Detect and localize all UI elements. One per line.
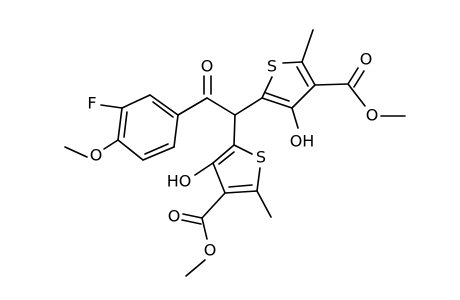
lower-thiophene-ring: S (212, 144, 266, 194)
bond (201, 192, 226, 219)
bond (142, 146, 175, 161)
upper-hydroxyl-label: OH (290, 132, 315, 151)
bond (182, 213, 203, 219)
bond (353, 70, 365, 88)
bond (212, 162, 226, 194)
upper-ester-carbonyl-oxygen-label: O (360, 50, 373, 69)
bond (149, 94, 179, 116)
bond (256, 190, 272, 218)
bond (291, 84, 316, 109)
double-bond-inner (228, 184, 253, 188)
bond (181, 219, 202, 225)
double-bond-inner (152, 101, 174, 118)
ketone-oxygen-label: O (201, 57, 214, 76)
upper-sulfur-label: S (267, 57, 277, 76)
upper-ester-ether-oxygen-label: O (366, 106, 379, 125)
bond (233, 114, 236, 146)
bond (64, 146, 88, 158)
bond (117, 139, 144, 161)
bond (185, 259, 206, 277)
bond (233, 144, 253, 155)
bond (117, 107, 123, 141)
double-bond-inner (265, 92, 290, 102)
bond (173, 114, 179, 148)
lower-ester-carbonyl-oxygen-label: O (168, 207, 181, 226)
bond (282, 61, 303, 64)
bond (301, 61, 316, 86)
bond (224, 190, 258, 194)
bond (212, 144, 235, 164)
double-bond-inner (144, 143, 169, 155)
methoxy-oxygen-label: O (90, 146, 103, 165)
bond (103, 139, 119, 150)
lower-sulfur-label: S (256, 148, 266, 167)
bond (194, 162, 214, 176)
fluorine-atom-label: F (87, 94, 96, 113)
bond (256, 167, 261, 192)
bond (301, 29, 314, 63)
bond (291, 107, 299, 129)
bond (177, 97, 208, 116)
bond (121, 94, 151, 109)
bond (234, 97, 263, 116)
bond (347, 83, 366, 107)
bond (201, 217, 208, 240)
bond (314, 83, 349, 86)
double-bond-inner (218, 151, 235, 165)
bond (261, 97, 293, 109)
double-bond-inner (296, 66, 309, 87)
bond (100, 104, 123, 109)
bond (347, 67, 359, 85)
bond (261, 76, 273, 99)
lower-ester-ether-oxygen-label: O (204, 241, 217, 260)
lower-hydroxyl-label: HO (167, 172, 192, 191)
fluoromethoxy-phenyl-ring (117, 94, 179, 161)
double-bond-inner (123, 111, 128, 138)
upper-thiophene-ring: S (261, 57, 316, 109)
bond (206, 97, 236, 116)
